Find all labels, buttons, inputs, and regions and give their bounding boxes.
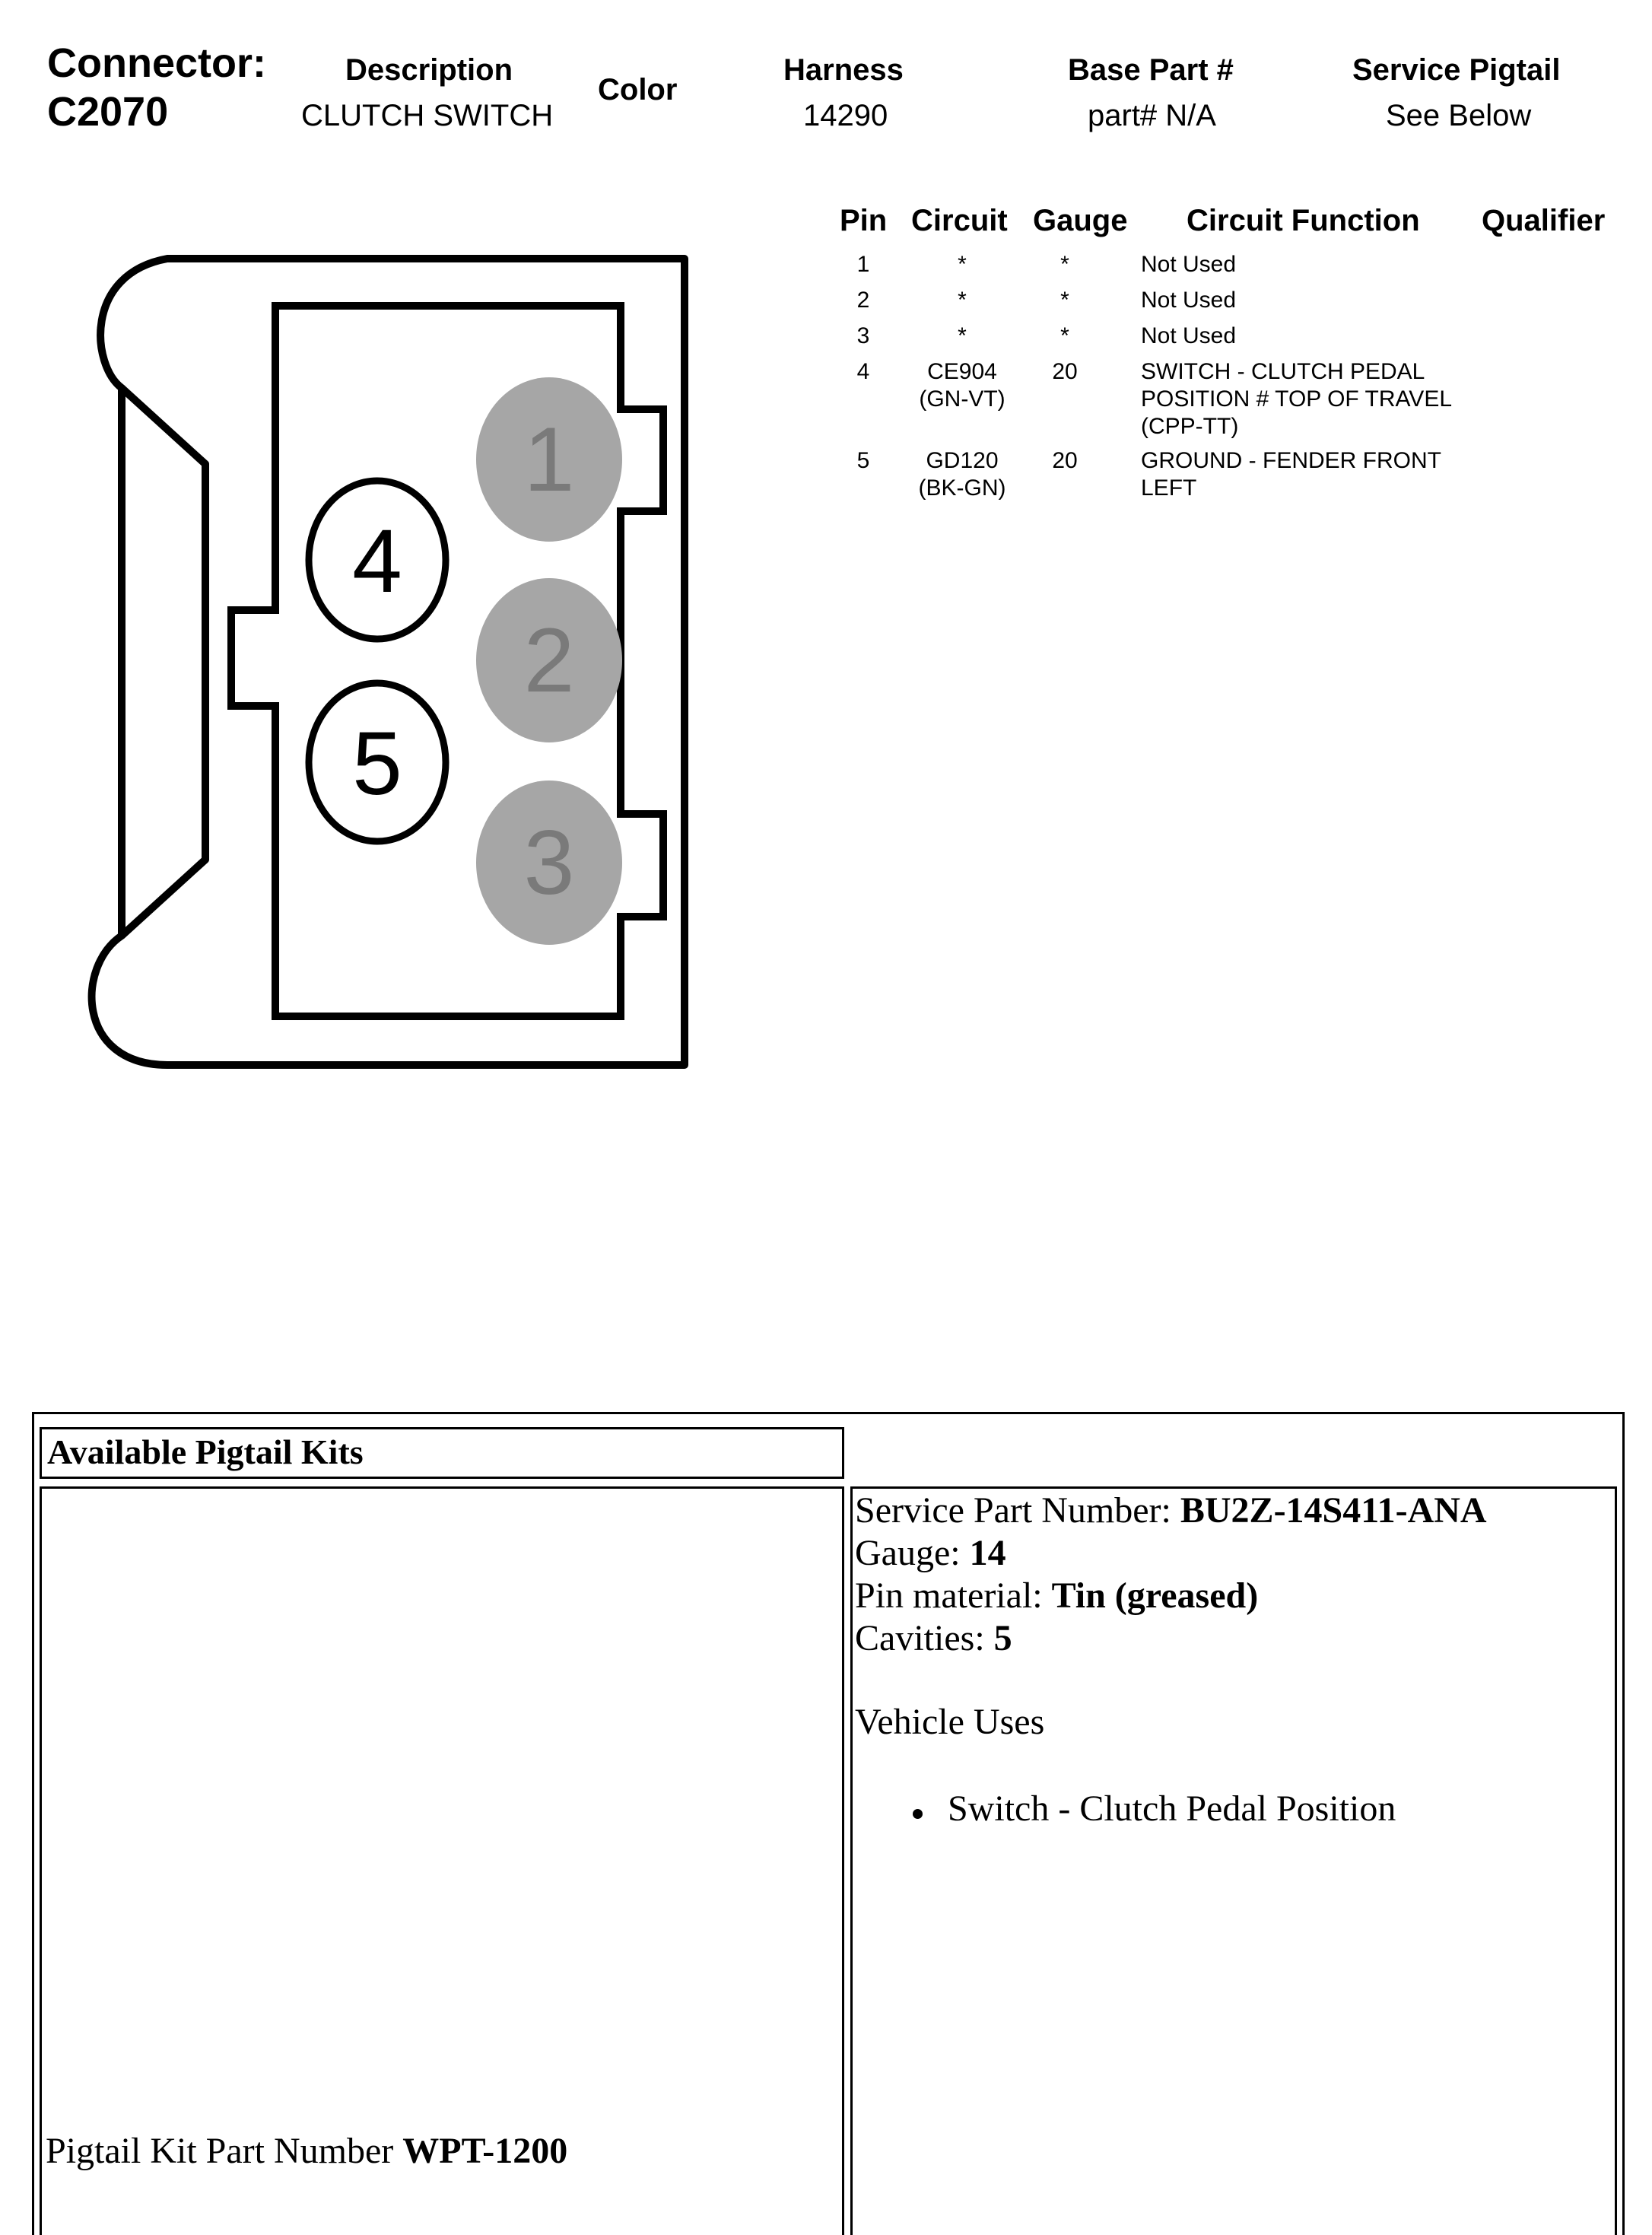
circuit-function: Not Used: [1141, 288, 1237, 313]
circuit-code: CE904: [927, 359, 997, 384]
circuit-code: GD120: [926, 448, 999, 473]
circuit-id: GD120 (BK-GN): [905, 447, 1019, 502]
circuit-function: Not Used: [1141, 252, 1237, 277]
circuit-function: Not Used: [1141, 323, 1237, 348]
gauge-label: Gauge:: [855, 1533, 970, 1573]
connector-housing-outline: [87, 255, 688, 1069]
function-line: POSITION # TOP OF TRAVEL: [1141, 386, 1453, 412]
connector-body-outline: [227, 302, 667, 1020]
connector-id: C2070: [47, 89, 169, 135]
pigtail-gauge: Gauge: 14: [855, 1532, 1006, 1575]
circuit-id: CE904 (GN-VT): [905, 358, 1019, 413]
pin-number: 5: [856, 448, 870, 473]
cavity-5: 5: [305, 679, 450, 845]
color-header: Color: [598, 73, 678, 107]
pin-material-value: Tin (greased): [1051, 1575, 1259, 1616]
base-part-value: part# N/A: [1088, 99, 1216, 132]
function-line: LEFT: [1141, 475, 1197, 501]
wire-gauge: *: [1060, 323, 1069, 348]
cavity-1-label: 1: [524, 409, 575, 510]
service-part-value: BU2Z-14S411-ANA: [1180, 1490, 1487, 1531]
service-part-number: Service Part Number: BU2Z-14S411-ANA: [855, 1489, 1487, 1532]
cavity-3-label: 3: [524, 812, 575, 914]
vehicle-uses-heading: Vehicle Uses: [855, 1702, 1045, 1742]
pigtail-image-cell: [40, 1486, 844, 2235]
pigtail-kit-part-number: Pigtail Kit Part Number WPT-1200: [46, 2130, 567, 2173]
function-line: SWITCH - CLUTCH PEDAL: [1141, 359, 1425, 384]
harness-header: Harness: [783, 53, 904, 87]
circuit-id: *: [958, 288, 967, 313]
function-column-header: Circuit Function: [1187, 204, 1420, 237]
pin-number: 3: [856, 323, 870, 348]
pin-number: 2: [856, 288, 870, 313]
kit-label: Pigtail Kit Part Number: [46, 2131, 403, 2171]
pin-number: 1: [856, 252, 870, 277]
vehicle-use-item: Switch - Clutch Pedal Position: [948, 1788, 1396, 1829]
connector-face-diagram: 1 2 3 4 5: [87, 255, 688, 1069]
cavity-2-label: 2: [524, 609, 575, 711]
kit-value: WPT-1200: [402, 2131, 568, 2171]
base-part-header: Base Part #: [1068, 53, 1234, 87]
cavity-1: 1: [476, 377, 622, 542]
pin-material: Pin material: Tin (greased): [855, 1575, 1258, 1617]
circuit-color: (GN-VT): [919, 386, 1005, 412]
cavity-3: 3: [476, 781, 622, 945]
pin-column-header: Pin: [840, 204, 888, 237]
pigtail-details-cell: [850, 1486, 1617, 2235]
harness-value: 14290: [803, 99, 888, 132]
service-pigtail-header: Service Pigtail: [1352, 53, 1561, 87]
gauge-column-header: Gauge: [1033, 204, 1128, 237]
cavities-label: Cavities:: [855, 1618, 994, 1658]
cavity-2: 2: [476, 578, 622, 742]
bullet-icon: [913, 1809, 923, 1819]
circuit-color: (BK-GN): [918, 475, 1006, 501]
wire-gauge: 20: [1052, 448, 1078, 473]
service-pigtail-value: See Below: [1386, 99, 1532, 132]
function-line: GROUND - FENDER FRONT: [1141, 448, 1441, 473]
cavities-count: Cavities: 5: [855, 1617, 1012, 1660]
gauge-value: 14: [969, 1533, 1006, 1573]
pigtail-kits-table: [32, 1412, 1625, 2235]
cavity-5-label: 5: [352, 714, 402, 814]
wire-gauge: 20: [1052, 359, 1078, 384]
pigtail-kits-title: Available Pigtail Kits: [47, 1432, 364, 1471]
pigtail-kits-header-cell: [40, 1427, 844, 1479]
wire-gauge: *: [1060, 252, 1069, 277]
qualifier-column-header: Qualifier: [1482, 204, 1606, 237]
function-line: (CPP-TT): [1141, 414, 1239, 439]
circuit-function: SWITCH - CLUTCH PEDAL POSITION # TOP OF …: [1141, 358, 1498, 440]
cavity-4-label: 4: [352, 511, 402, 612]
description-header: Description: [345, 53, 513, 87]
cavity-4: 4: [305, 477, 450, 643]
pin-number: 4: [856, 359, 870, 384]
circuit-id: *: [958, 252, 967, 277]
wire-gauge: *: [1060, 288, 1069, 313]
pin-material-label: Pin material:: [855, 1575, 1052, 1616]
circuit-column-header: Circuit: [911, 204, 1008, 237]
circuit-function: GROUND - FENDER FRONT LEFT: [1141, 447, 1498, 502]
description-value: CLUTCH SWITCH: [301, 99, 554, 132]
service-part-label: Service Part Number:: [855, 1490, 1180, 1531]
cavities-value: 5: [993, 1618, 1012, 1658]
connector-label: Connector:: [47, 40, 266, 86]
circuit-id: *: [958, 323, 967, 348]
